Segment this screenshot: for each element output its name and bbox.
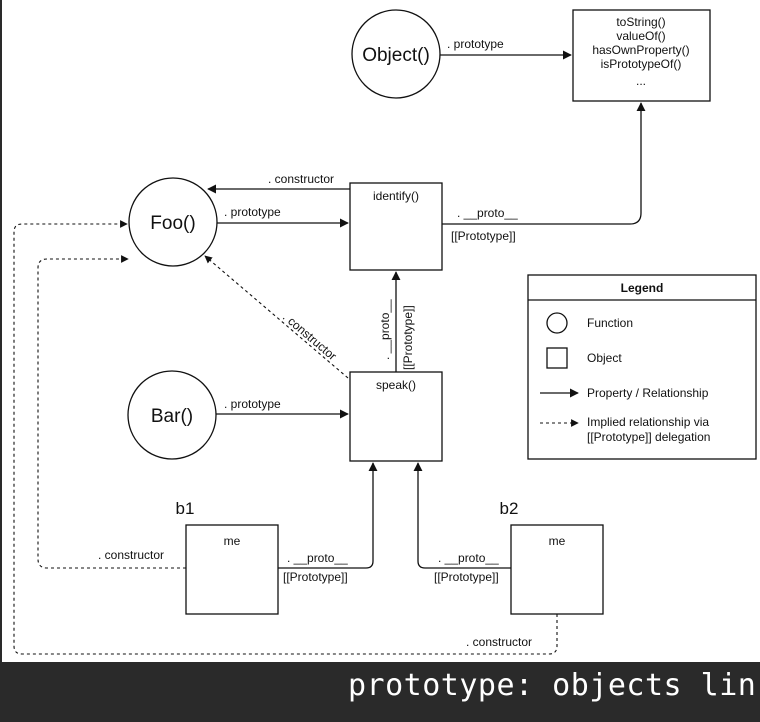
b1-proto-label: . __proto__	[287, 551, 348, 565]
bar-function-label: Bar()	[151, 406, 193, 427]
b1-proto-bracket: [[Prototype]]	[283, 570, 348, 584]
legend-implied-label-line2: [[Prototype]] delegation	[587, 430, 710, 444]
b2-proto-arrow	[413, 462, 511, 569]
b1-title: b1	[176, 499, 195, 518]
b2-object-box	[510, 524, 604, 615]
identify-proto-label: . __proto__	[457, 206, 518, 220]
object-prototype-box	[572, 9, 711, 102]
object-proto-method: valueOf()	[616, 29, 665, 43]
object-function-label: Object()	[362, 45, 430, 66]
b1-constructor-label: . constructor	[98, 548, 164, 562]
object-proto-method: hasOwnProperty()	[592, 43, 689, 57]
speak-proto-label: . __proto__	[378, 299, 392, 360]
b2-proto-label: . __proto__	[438, 551, 499, 565]
slide-caption: prototype: objects lin	[348, 668, 757, 703]
legend-function-label: Function	[587, 316, 633, 330]
legend-title: Legend	[621, 281, 664, 295]
foo-prototype-label: . prototype	[224, 205, 281, 219]
b2-constructor-label: . constructor	[466, 635, 532, 649]
legend-object-icon	[546, 347, 568, 369]
legend: Legend Function Object Property / Relati…	[527, 274, 757, 460]
identify-proto-arrow	[442, 102, 646, 225]
b2-constructor-implied-arrow	[13, 220, 558, 655]
legend-implied-label-line1: Implied relationship via	[587, 415, 709, 429]
bar-function-circle	[127, 370, 217, 460]
legend-object-label: Object	[587, 351, 622, 365]
object-proto-method: toString()	[616, 15, 665, 29]
object-proto-method: isPrototypeOf()	[601, 57, 682, 71]
identify-constructor-label: . constructor	[268, 172, 334, 186]
object-proto-method: ...	[636, 74, 646, 88]
legend-function-icon	[546, 312, 568, 334]
object-function-circle	[351, 9, 441, 99]
b1-object-box	[185, 524, 279, 615]
object-prototype-label: . prototype	[447, 37, 504, 51]
speak-object-box	[349, 371, 443, 462]
identify-object-label: identify()	[373, 189, 419, 203]
bar-prototype-label: . prototype	[224, 397, 281, 411]
b2-title: b2	[500, 499, 519, 518]
identify-proto-bracket: [[Prototype]]	[451, 229, 516, 243]
identify-object-box	[349, 182, 443, 271]
foo-function-label: Foo()	[150, 213, 195, 234]
b2-object-label: me	[549, 534, 566, 548]
speak-object-label: speak()	[376, 378, 416, 392]
b1-object-label: me	[224, 534, 241, 548]
b2-proto-bracket: [[Prototype]]	[434, 570, 499, 584]
b1-proto-arrow	[278, 462, 378, 569]
speak-proto-bracket: [[Prototype]]	[401, 305, 415, 370]
speak-constructor-implied-arrow	[204, 255, 349, 379]
legend-property-label: Property / Relationship	[587, 386, 709, 400]
foo-function-circle	[128, 177, 218, 267]
